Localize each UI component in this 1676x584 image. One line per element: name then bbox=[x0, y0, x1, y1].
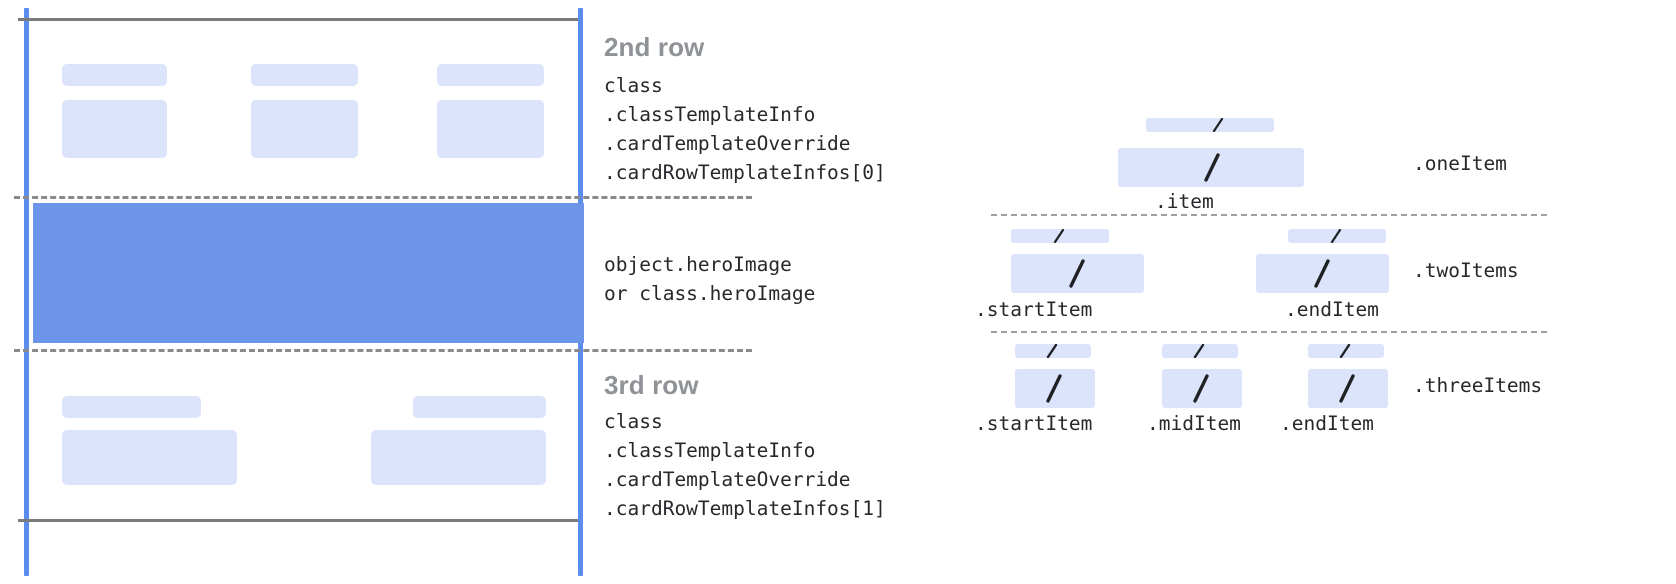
third-row-label-placeholder-1 bbox=[62, 396, 201, 418]
card-left-edge-rail bbox=[24, 8, 29, 576]
two-items-end-value-bar bbox=[1256, 254, 1389, 293]
one-item-row-label: .oneItem bbox=[1413, 152, 1507, 175]
three-items-end-caption: .endItem bbox=[1280, 412, 1374, 435]
card-template-diagram bbox=[0, 0, 640, 584]
two-items-start-label-bar bbox=[1011, 229, 1109, 243]
hero-top-divider bbox=[14, 196, 752, 199]
slash-icon bbox=[1046, 374, 1062, 403]
slash-icon bbox=[1193, 374, 1209, 403]
third-row-title: 3rd row bbox=[604, 370, 699, 400]
one-two-items-divider bbox=[991, 214, 1547, 216]
item-layout-diagram: .item .oneItem .startItem .endItem .twoI… bbox=[975, 0, 1676, 584]
two-items-end-label-bar bbox=[1288, 229, 1386, 243]
slash-icon bbox=[1046, 344, 1058, 358]
second-row-value-placeholder-3 bbox=[437, 100, 544, 158]
second-row-code-path: class .classTemplateInfo .cardTemplateOv… bbox=[604, 74, 886, 184]
third-row-value-placeholder-2 bbox=[371, 430, 546, 485]
slash-icon bbox=[1069, 259, 1085, 288]
hero-image-code-path: object.heroImage or class.heroImage bbox=[604, 253, 816, 305]
slash-icon bbox=[1193, 344, 1205, 358]
third-row-code-path: class .classTemplateInfo .cardTemplateOv… bbox=[604, 410, 886, 520]
three-items-mid-value-bar bbox=[1162, 369, 1242, 408]
card-bottom-border bbox=[18, 519, 578, 522]
second-row-label-placeholder-1 bbox=[62, 64, 167, 86]
slash-icon bbox=[1314, 259, 1330, 288]
one-item-label-bar bbox=[1146, 118, 1274, 132]
second-row-title: 2nd row bbox=[604, 32, 705, 62]
three-items-end-label-bar bbox=[1308, 344, 1384, 358]
two-items-row-label: .twoItems bbox=[1413, 259, 1519, 282]
third-row-value-placeholder-1 bbox=[62, 430, 237, 485]
three-items-start-label-bar bbox=[1015, 344, 1091, 358]
slash-icon bbox=[1330, 229, 1342, 243]
one-item-value-bar bbox=[1118, 148, 1304, 187]
three-items-start-value-bar bbox=[1015, 369, 1095, 408]
two-items-start-value-bar bbox=[1011, 254, 1144, 293]
two-items-end-caption: .endItem bbox=[1285, 298, 1379, 321]
hero-image-band bbox=[33, 203, 584, 343]
second-row-label-placeholder-2 bbox=[251, 64, 358, 86]
second-row-value-placeholder-1 bbox=[62, 100, 167, 158]
slash-icon bbox=[1053, 229, 1065, 243]
second-row-value-placeholder-2 bbox=[251, 100, 358, 158]
two-three-items-divider bbox=[991, 331, 1547, 333]
slash-icon bbox=[1339, 374, 1355, 403]
hero-bottom-divider bbox=[14, 349, 752, 352]
slash-icon bbox=[1339, 344, 1351, 358]
card-top-border bbox=[18, 18, 578, 21]
slash-icon bbox=[1204, 153, 1220, 182]
second-row-label-placeholder-3 bbox=[437, 64, 544, 86]
slash-icon bbox=[1212, 118, 1224, 132]
one-item-caption: .item bbox=[1155, 190, 1214, 213]
three-items-row-label: .threeItems bbox=[1413, 374, 1543, 397]
three-items-mid-caption: .midItem bbox=[1147, 412, 1241, 435]
three-items-start-caption: .startItem bbox=[975, 412, 1093, 435]
three-items-mid-label-bar bbox=[1162, 344, 1238, 358]
third-row-label-placeholder-2 bbox=[413, 396, 546, 418]
two-items-start-caption: .startItem bbox=[975, 298, 1093, 321]
three-items-end-value-bar bbox=[1308, 369, 1388, 408]
